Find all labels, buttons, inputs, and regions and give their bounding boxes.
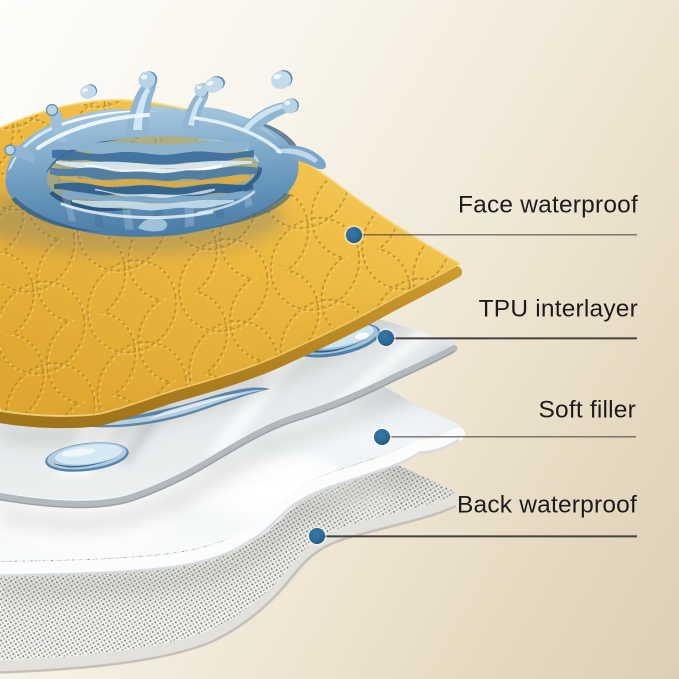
callout-dot-tpu-interlayer: [377, 330, 394, 347]
splash-interior-streaks: [47, 136, 258, 211]
callout-line-tpu-interlayer: [386, 337, 637, 339]
callout-line-back-waterproof: [317, 535, 637, 538]
callout-dot-soft-filler: [374, 428, 390, 445]
callout-dot-face-waterproof: [345, 226, 362, 243]
callout-label-tpu-interlayer: TPU interlayer: [478, 295, 638, 323]
flying-droplets: [80, 70, 293, 100]
callout-label-soft-filler: Soft filler: [538, 396, 636, 424]
callout-line-face-waterproof: [353, 234, 637, 236]
callout-line-soft-filler: [382, 435, 636, 438]
splash-highlights: [36, 113, 282, 220]
water-splash: [4, 70, 327, 237]
callout-dot-back-waterproof: [308, 528, 325, 545]
callout-label-back-waterproof: Back waterproof: [456, 491, 637, 519]
callout-label-face-waterproof: Face waterproof: [457, 191, 638, 219]
tpu-water-streak: [68, 387, 270, 428]
splash-arm-bulbs: [4, 71, 299, 156]
